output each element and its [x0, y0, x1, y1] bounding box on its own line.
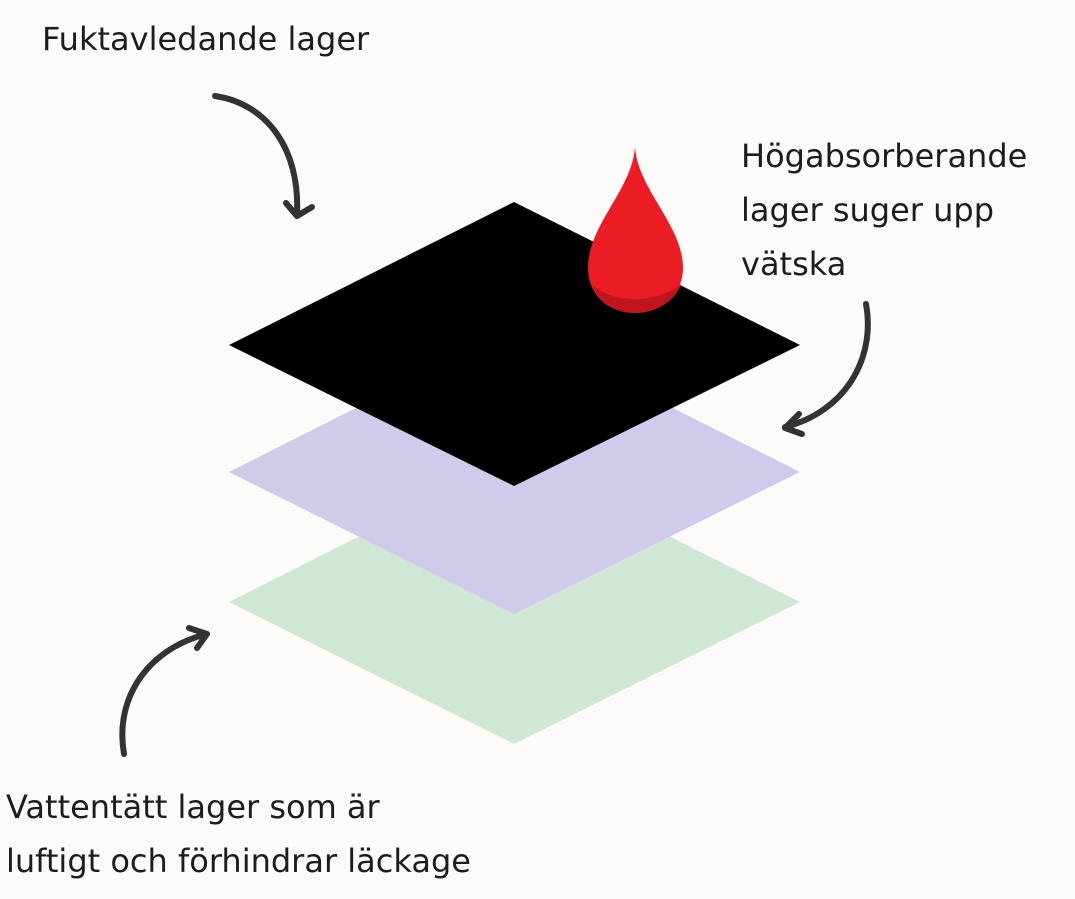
- absorbent-layer-label-line-2: lager suger upp: [741, 191, 995, 229]
- absorbent-layer-label: Högabsorberande lager suger upp vätska: [741, 129, 1027, 291]
- curved-arrow-icon: [782, 301, 871, 437]
- wicking-layer-label-text: Fuktavledande lager: [42, 20, 370, 58]
- waterproof-layer-label-line-1: Vattentätt lager som är: [6, 788, 380, 826]
- top-wicking-layer: [229, 202, 800, 486]
- wicking-layer-label: Fuktavledande lager: [42, 12, 369, 66]
- absorbent-layer-label-line-1: Högabsorberande: [741, 137, 1028, 175]
- absorbent-layer-label-line-3: vätska: [741, 245, 847, 283]
- curved-arrow-icon: [212, 93, 315, 219]
- waterproof-layer-label-line-2: luftigt och förhindrar läckage: [6, 842, 471, 880]
- curved-arrow-icon: [119, 625, 210, 757]
- waterproof-layer-label: Vattentätt lager som är luftigt och förh…: [6, 780, 471, 888]
- blood-drop-icon: [588, 147, 683, 313]
